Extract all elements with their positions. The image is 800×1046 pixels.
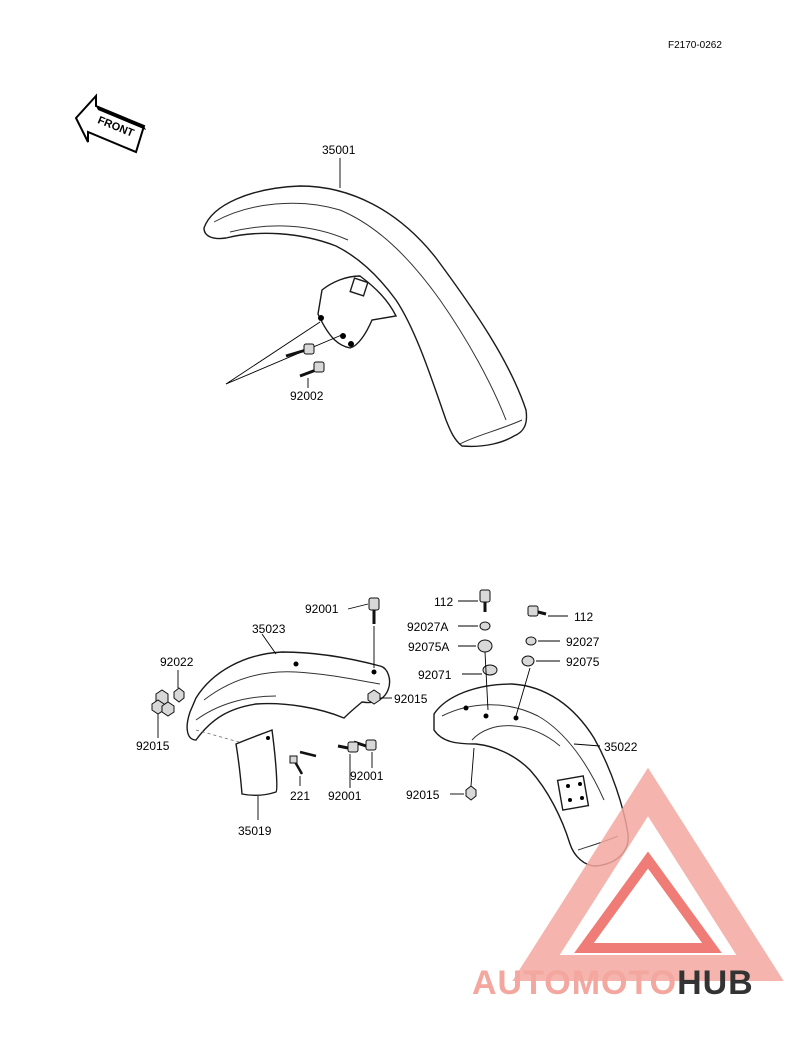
callout-112-left: 112 [434, 595, 453, 609]
rear-fender-front-section [186, 651, 391, 741]
callout-92001-a: 92001 [350, 769, 384, 783]
callout-221: 221 [290, 789, 310, 803]
mud-flap [235, 729, 278, 797]
callout-92015-mid: 92015 [394, 692, 428, 706]
callout-92027: 92027 [566, 635, 600, 649]
callout-35022: 35022 [604, 740, 638, 754]
grommet-92075-icon [521, 655, 535, 667]
callout-92001-top: 92001 [305, 602, 339, 616]
callout-92002: 92002 [290, 389, 324, 403]
diagram-code: F2170-0262 [668, 40, 722, 51]
front-fender [203, 185, 528, 448]
watermark-text: AUTOMOTOHUB [472, 964, 754, 1002]
nut-92015-left-icon [151, 689, 175, 717]
callout-112-right: 112 [574, 610, 593, 624]
bolt-92001-top-icon [368, 597, 380, 624]
grommet-92075A-icon [477, 639, 493, 653]
washer-92027-icon [525, 636, 537, 646]
callout-35019: 35019 [238, 824, 272, 838]
washer-92027A-icon [479, 621, 491, 631]
rear-fender [433, 683, 629, 867]
callout-35001: 35001 [322, 143, 356, 157]
callout-92001-b: 92001 [328, 789, 362, 803]
callout-92022: 92022 [160, 655, 194, 669]
callout-92027A: 92027A [407, 620, 448, 634]
bolt-112-right-icon [527, 605, 547, 617]
front-arrow-icon: FRONT [74, 93, 146, 154]
callout-92015-left: 92015 [136, 739, 170, 753]
callout-35023: 35023 [252, 622, 286, 636]
callout-92015-right: 92015 [406, 788, 440, 802]
collar-92071-icon [482, 664, 498, 676]
screw-221-icon [289, 750, 317, 775]
bolt-112-left-icon [479, 589, 491, 612]
callout-92075A: 92075A [408, 640, 449, 654]
nut-92015-mid-icon [367, 689, 381, 705]
nut-92015-right-icon [465, 785, 477, 801]
bolt-92001-b-icon [337, 741, 359, 753]
callout-92071: 92071 [418, 668, 452, 682]
bolt-92002-icon [285, 343, 325, 378]
callout-92075: 92075 [566, 655, 600, 669]
automotohub-logo-icon [512, 767, 784, 981]
nut-92022-icon [173, 687, 185, 703]
